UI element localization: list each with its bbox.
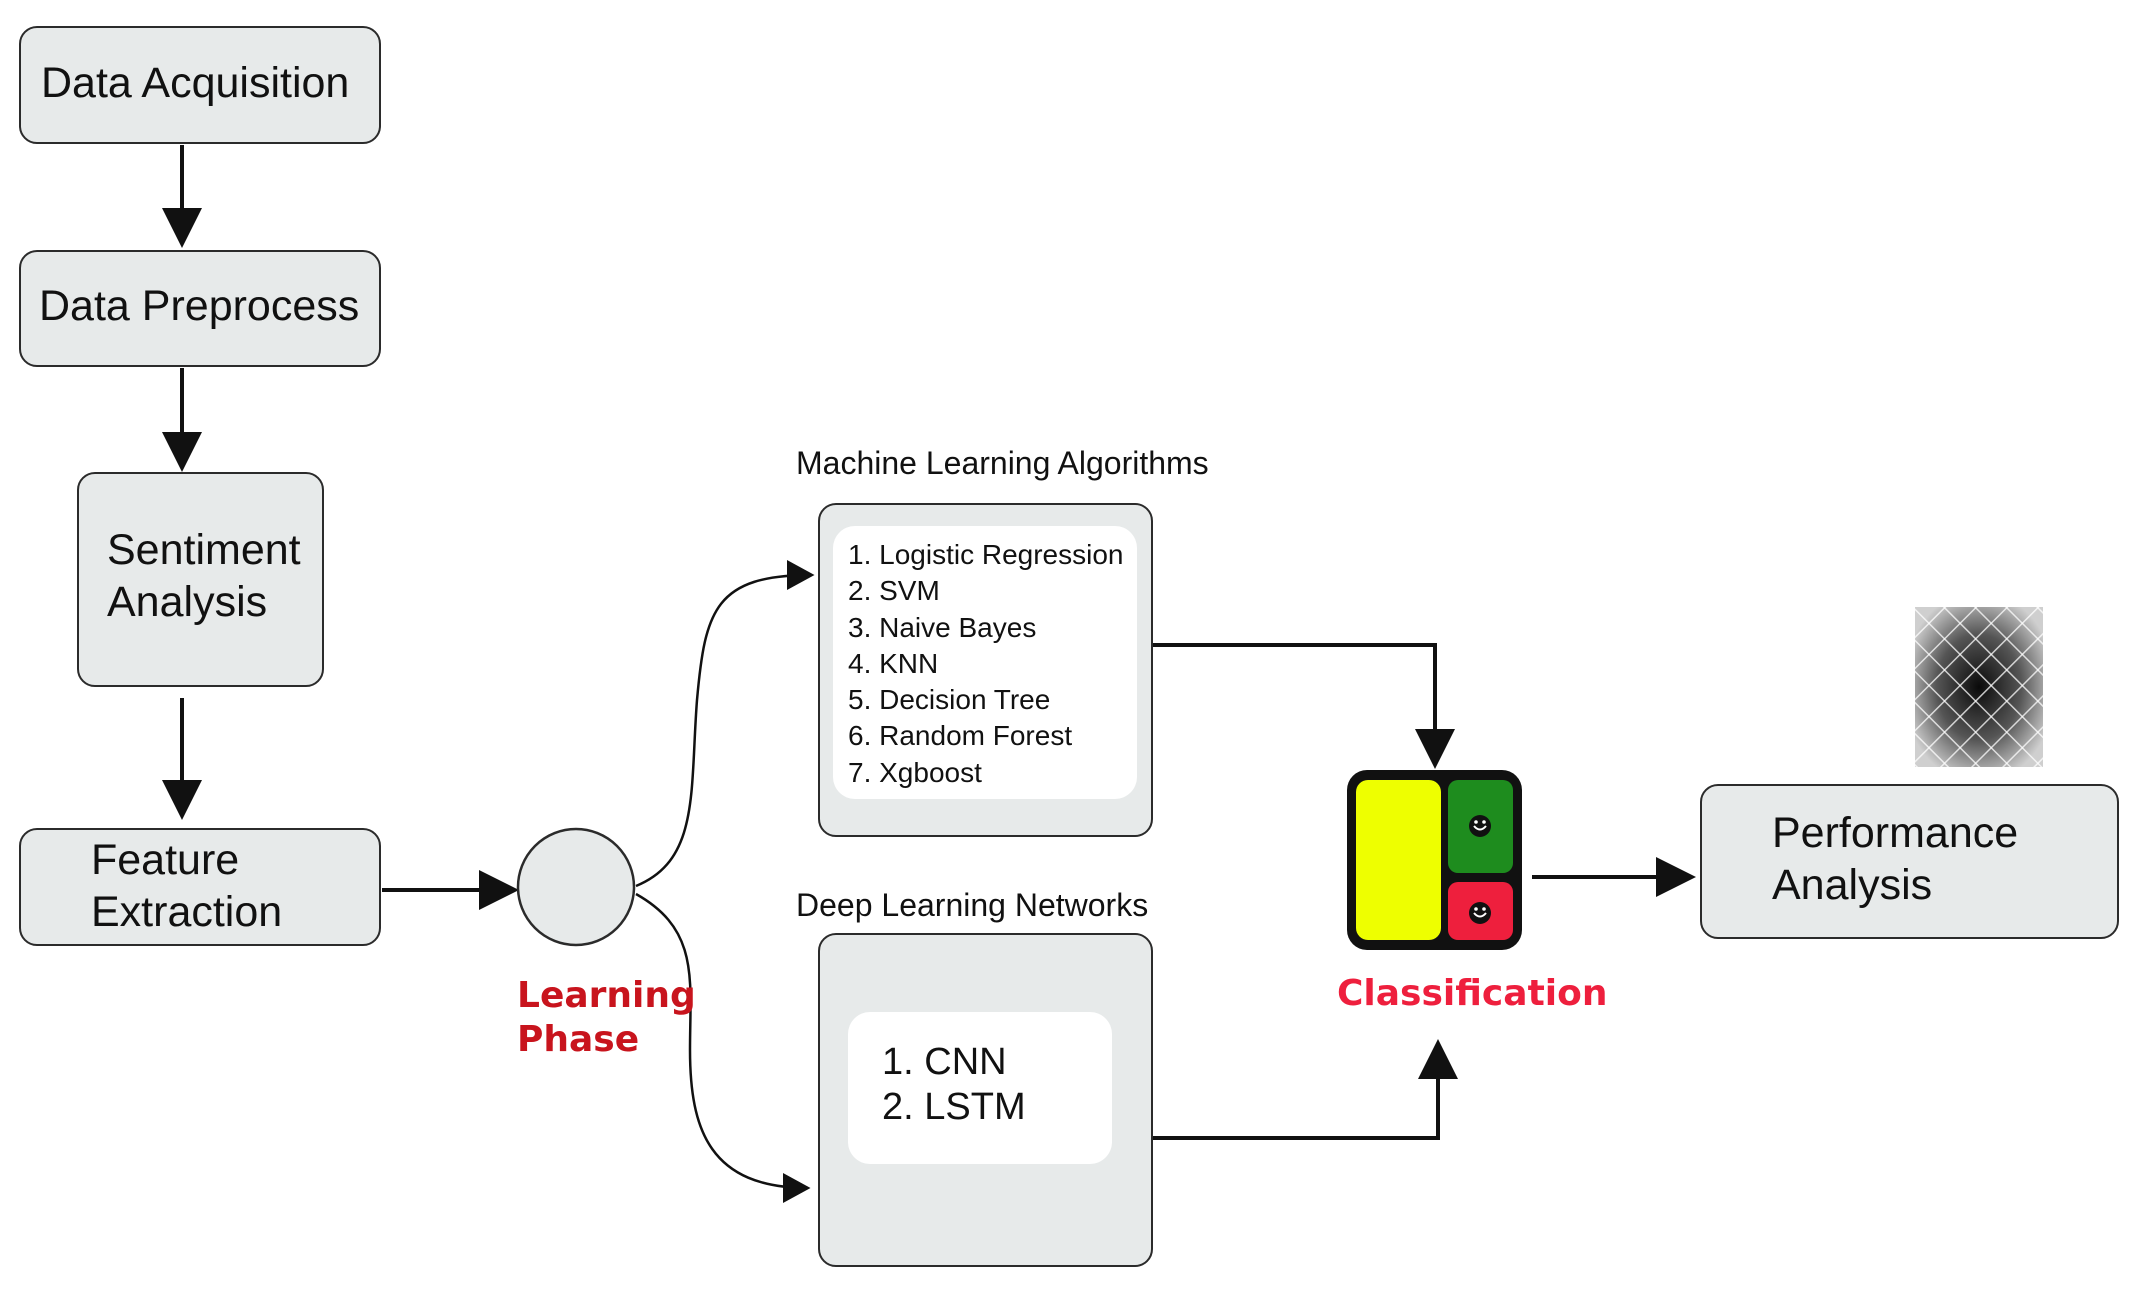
ml-algorithm-item: 4. KNN [848, 647, 939, 679]
sentiment-label-line1: Sentiment [107, 526, 301, 574]
ml-algorithm-item: 5. Decision Tree [848, 684, 1051, 716]
ml-algorithm-item: 6. Random Forest [848, 720, 1073, 752]
performance-label-line1: Performance [1772, 809, 2019, 857]
learning-phase-line1: Learning [517, 975, 696, 1016]
data-acquisition-label: Data Acquisition [41, 59, 350, 107]
dl-network-item: 2. LSTM [882, 1086, 1026, 1128]
performance-texture-icon [1915, 607, 2043, 767]
dl-network-item: 1. CNN [882, 1041, 1007, 1083]
arrow-ml-to-class [1153, 643, 1455, 769]
curve-phase-to-dl [635, 892, 811, 1203]
ml-algorithm-item: 3. Naive Bayes [848, 611, 1037, 643]
arrow-dl-to-class [1150, 1039, 1458, 1140]
feature-extraction-box: Feature Extraction [19, 828, 381, 946]
ml-algorithm-list: 1. Logistic Regression 2. SVM 3. Naive Bay… [848, 537, 1123, 791]
data-preprocess-box: Data Preprocess [19, 250, 381, 367]
learning-phase-label: Learning Phase [517, 974, 696, 1062]
feature-label-line1: Feature [91, 836, 240, 884]
performance-label-line2: Analysis [1772, 861, 1933, 909]
learning-phase-line2: Phase [517, 1019, 640, 1060]
curve-phase-to-ml [635, 560, 815, 888]
ml-box: 1. Logistic Regression 2. SVM 3. Naive Bay… [818, 503, 1153, 837]
performance-analysis-box: Performance Analysis [1700, 784, 2119, 939]
data-acquisition-box: Data Acquisition [19, 26, 381, 144]
feature-label-line2: Extraction [91, 888, 283, 936]
data-preprocess-label: Data Preprocess [39, 282, 360, 330]
classification-label: Classification [1337, 973, 1608, 1014]
ml-algorithm-item: 2. SVM [848, 575, 940, 607]
sentiment-analysis-box: Sentiment Analysis [77, 472, 324, 687]
classification-panel-icon [1347, 770, 1522, 950]
ml-list-panel: 1. Logistic Regression 2. SVM 3. Naive Bay… [833, 526, 1137, 799]
ml-algorithm-item: 7. Xgboost [848, 756, 982, 788]
dl-title: Deep Learning Networks [796, 887, 1149, 923]
ml-title: Machine Learning Algorithms [796, 445, 1209, 481]
ml-algorithm-item: 1. Logistic Regression [848, 539, 1124, 570]
learning-phase-node [516, 827, 636, 947]
sentiment-label-line2: Analysis [107, 578, 268, 626]
